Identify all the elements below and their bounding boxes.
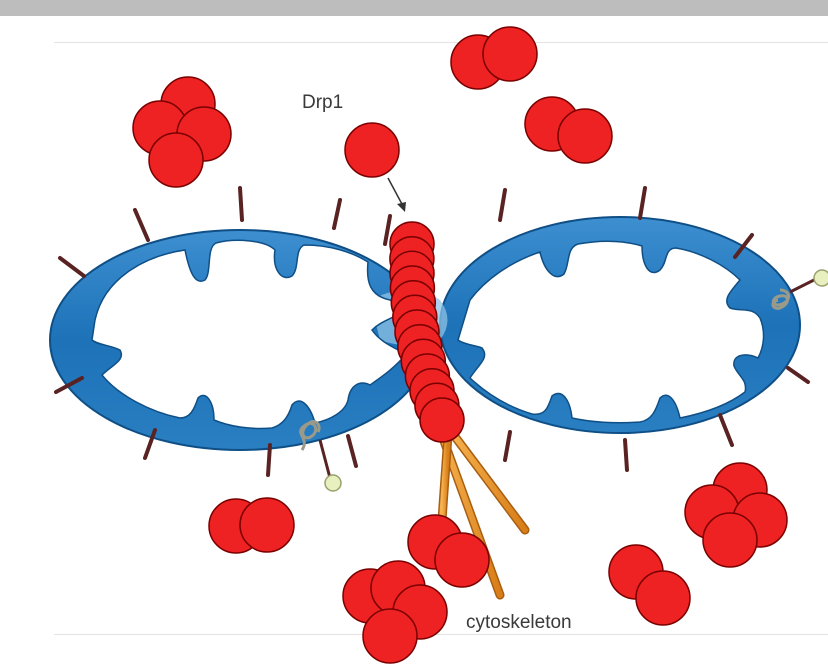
cytoskeleton-filament bbox=[442, 435, 448, 520]
anchor-bead bbox=[814, 270, 828, 286]
receptor-spike bbox=[500, 190, 505, 220]
drp1-arrow bbox=[388, 178, 406, 212]
drp1-monomer bbox=[149, 133, 203, 187]
drp1-monomer bbox=[636, 571, 690, 625]
cytoskeleton-label: cytoskeleton bbox=[466, 612, 572, 633]
drp1-cluster bbox=[133, 77, 231, 187]
receptor-spike bbox=[268, 445, 270, 475]
receptor-spike bbox=[640, 188, 645, 218]
receptor-spike bbox=[385, 216, 390, 244]
anchor-bead bbox=[325, 475, 341, 491]
drp1-monomer bbox=[483, 27, 537, 81]
receptor-spike bbox=[240, 188, 242, 220]
drp1-cluster bbox=[209, 498, 294, 553]
receptor-spike bbox=[334, 200, 340, 228]
receptor-spike bbox=[60, 258, 84, 276]
receptor-spike bbox=[348, 436, 356, 466]
drp1-monomer bbox=[345, 123, 399, 177]
drp1-monomer bbox=[363, 609, 417, 663]
drp1-cluster bbox=[345, 123, 399, 177]
receptor-spike bbox=[720, 415, 732, 445]
drp1-monomer bbox=[240, 498, 294, 552]
drp1-monomer bbox=[558, 109, 612, 163]
drp1-subunit bbox=[420, 398, 464, 442]
drp1-cluster bbox=[525, 97, 612, 163]
receptor-spike bbox=[135, 210, 148, 240]
inner-matrix-right bbox=[458, 241, 764, 423]
drp1-monomer bbox=[703, 513, 757, 567]
drp1-monomer bbox=[435, 533, 489, 587]
drp1-cluster bbox=[609, 545, 690, 625]
receptor-spike bbox=[788, 368, 808, 382]
drp1-cluster bbox=[685, 463, 787, 567]
drp1-cluster bbox=[451, 27, 537, 89]
receptor-spike bbox=[625, 440, 627, 470]
receptor-spike bbox=[505, 432, 510, 460]
drp1-label: Drp1 bbox=[302, 92, 343, 113]
drp1-cluster bbox=[343, 561, 447, 663]
